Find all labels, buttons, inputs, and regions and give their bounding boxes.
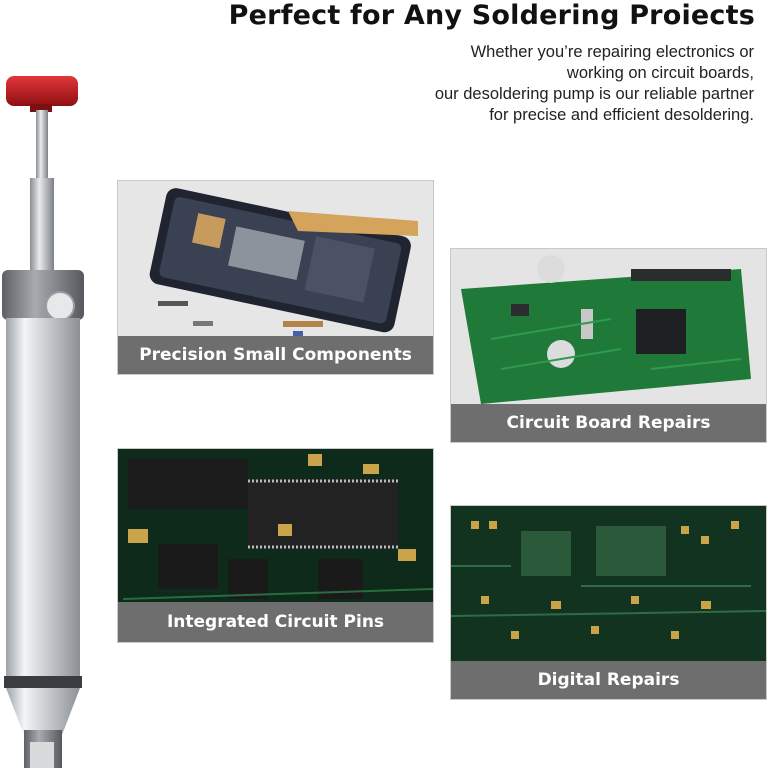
description-line: for precise and efficient desoldering.	[489, 106, 754, 124]
card-caption: Digital Repairs	[451, 661, 766, 699]
card-caption: Integrated Circuit Pins	[118, 602, 433, 642]
description: Whether you’re repairing electronics or …	[435, 42, 754, 126]
desoldering-pump-icon	[0, 70, 100, 768]
disassembled-phone-icon	[118, 181, 433, 374]
description-line: working on circuit boards,	[566, 64, 754, 82]
feature-card: Digital Repairs	[450, 505, 767, 700]
feature-card: Integrated Circuit Pins	[117, 448, 434, 643]
feature-card: Circuit Board Repairs	[450, 248, 767, 443]
feature-card: Precision Small Components	[117, 180, 434, 375]
description-line: Whether you’re repairing electronics or	[470, 43, 754, 61]
description-line: our desoldering pump is our reliable par…	[434, 85, 754, 103]
card-caption: Circuit Board Repairs	[451, 404, 766, 442]
page-title: Perfect for Any Soldering Proiects	[228, 0, 755, 31]
card-caption: Precision Small Components	[118, 336, 433, 374]
